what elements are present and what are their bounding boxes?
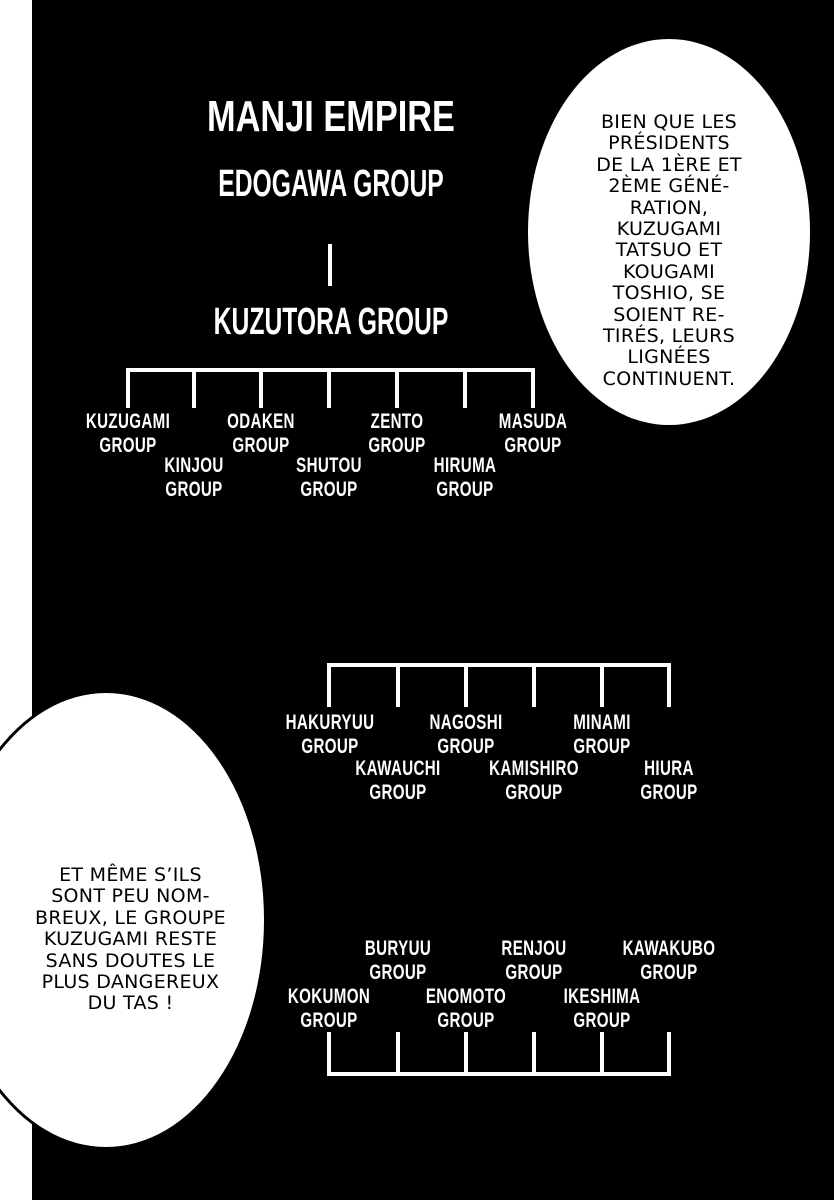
successor-group-label: KUZUTORA GROUP <box>213 301 449 343</box>
tree2-horizontal-line <box>327 663 671 667</box>
group-label-kamishiro: KAMISHIRO GROUP <box>489 757 579 804</box>
tree3-connector-riser <box>667 1032 671 1076</box>
chart-title: MANJI EMPIRE <box>207 92 455 141</box>
group-label-kokumon: KOKUMON GROUP <box>287 985 371 1032</box>
group-label-zento: ZENTO GROUP <box>368 410 426 457</box>
group-label-nagoshi: NAGOSHI GROUP <box>429 711 503 758</box>
tree3-connector-riser <box>327 1032 331 1076</box>
speech-bubble-top-right <box>528 39 810 425</box>
tree3-connector-riser <box>396 1032 400 1076</box>
group-label-kawauchi: KAWAUCHI GROUP <box>355 757 441 804</box>
tree3-connector-riser <box>464 1032 468 1076</box>
group-label-masuda: MASUDA GROUP <box>498 410 568 457</box>
group-label-shutou: SHUTOU GROUP <box>296 454 362 501</box>
group-label-kinjou: KINJOU GROUP <box>164 454 224 501</box>
tree1-connector-drop <box>327 368 331 408</box>
tree2-connector-drop <box>600 663 604 707</box>
speech-bubble-bottom-left-text: ET MÊME S’ILS SONT PEU NOM- BREUX, LE GR… <box>35 864 226 1015</box>
group-label-odaken: ODAKEN GROUP <box>227 410 295 457</box>
tree1-connector-drop <box>531 368 535 408</box>
tree3-connector-riser <box>532 1032 536 1076</box>
tree1-connector-drop <box>259 368 263 408</box>
tree1-connector-drop <box>463 368 467 408</box>
tree2-connector-drop <box>532 663 536 707</box>
speech-bubble-bottom-left <box>0 690 267 1150</box>
group-label-hiruma: HIRUMA GROUP <box>433 454 497 501</box>
tree1-connector-drop <box>126 368 130 408</box>
group-label-renjou: RENJOU GROUP <box>501 937 567 984</box>
tree3-horizontal-line <box>327 1072 671 1076</box>
speech-bubble-top-right-text: BIEN QUE LES PRÉSIDENTS DE LA 1ÈRE ET 2È… <box>596 111 742 390</box>
group-label-ikeshima: IKESHIMA GROUP <box>563 985 641 1032</box>
tree2-connector-drop <box>396 663 400 707</box>
tree2-connector-drop <box>464 663 468 707</box>
root-successor-connector <box>328 244 332 286</box>
tree1-connector-drop <box>192 368 196 408</box>
group-label-buryuu: BURYUU GROUP <box>364 937 432 984</box>
group-label-hakuryuu: HAKURYUU GROUP <box>285 711 375 758</box>
group-label-enomoto: ENOMOTO GROUP <box>425 985 507 1032</box>
tree2-connector-drop <box>667 663 671 707</box>
tree1-connector-drop <box>395 368 399 408</box>
tree2-connector-drop <box>327 663 331 707</box>
tree3-connector-riser <box>600 1032 604 1076</box>
group-label-kawakubo: KAWAKUBO GROUP <box>622 937 716 984</box>
group-label-hiura: HIURA GROUP <box>640 757 698 804</box>
group-label-kuzugami: KUZUGAMI GROUP <box>85 410 171 457</box>
group-label-minami: MINAMI GROUP <box>573 711 631 758</box>
root-group-label: EDOGAWA GROUP <box>218 163 444 205</box>
